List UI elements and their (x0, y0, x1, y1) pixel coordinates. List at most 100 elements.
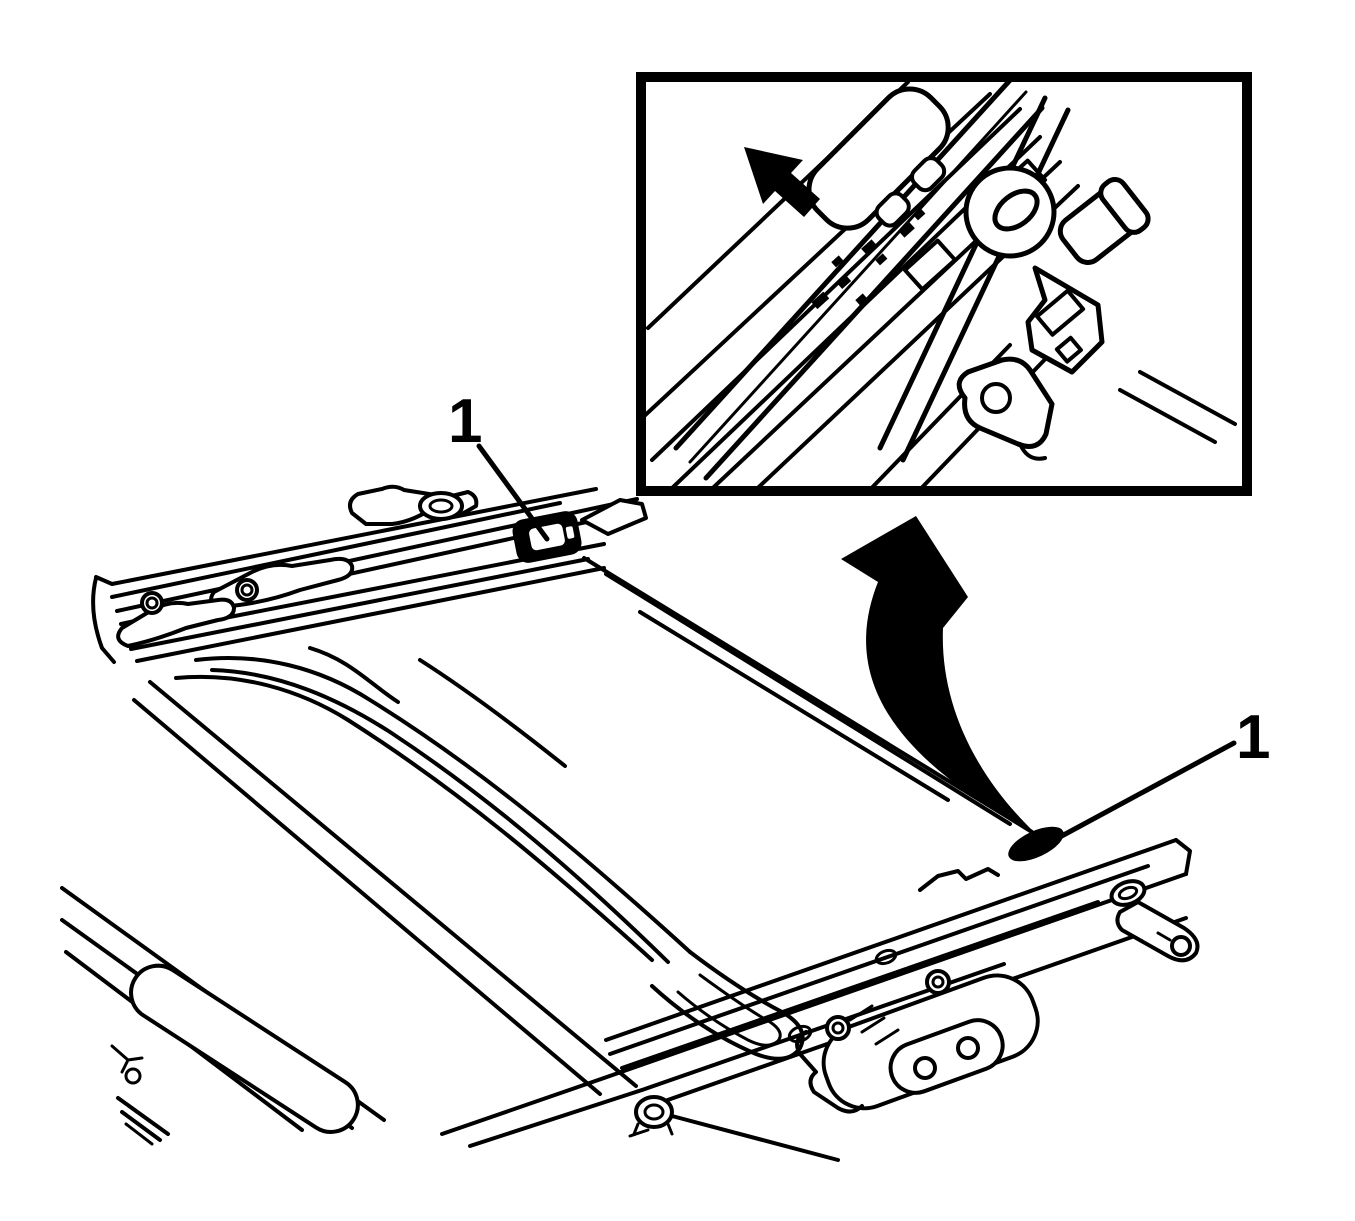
motor-rib (860, 1016, 886, 1034)
rail-line (602, 872, 1188, 1080)
rail-oval-hole (874, 948, 898, 966)
cylinder-fitting (1057, 176, 1151, 265)
rail-line (129, 557, 590, 651)
rail-line (468, 1088, 644, 1148)
panel-tick (116, 1096, 170, 1136)
shoe-body (806, 86, 951, 231)
rail-line (620, 900, 1100, 1070)
rail-line (94, 487, 598, 586)
bolt-head (235, 578, 259, 602)
rail-line (608, 864, 1150, 1056)
rear-rail (440, 838, 1200, 1162)
rail-line (110, 501, 562, 599)
bracket-arm-outline (1115, 900, 1200, 963)
rail-tab-bumps (918, 867, 1000, 892)
callout-label-front: 1 (448, 387, 482, 456)
frame-line (604, 572, 1012, 826)
callout-leader-line (1055, 740, 1237, 841)
rail-line (604, 838, 1178, 1042)
ring-inner (643, 1103, 665, 1121)
callout-rear: 1 (1055, 703, 1270, 841)
sunroof-frame-assembly (60, 484, 1200, 1162)
shoe-foot (874, 191, 911, 228)
direction-arrow-icon (744, 147, 820, 217)
cross-bar (877, 95, 1048, 451)
ring (634, 1095, 674, 1129)
bolt-head (140, 591, 164, 615)
rail-oval-hole (787, 1024, 813, 1044)
ring-legs (628, 1122, 674, 1138)
cross-bar (900, 107, 1071, 463)
channel-teardrop (650, 950, 805, 1061)
bottom-bracket-hole (980, 382, 1012, 414)
bottom-bracket-hook (1018, 442, 1047, 461)
guide-shoe-rear (1008, 826, 1064, 862)
bracket-ring-inner (1117, 885, 1139, 901)
bracket-window-small (1054, 335, 1083, 364)
rail-line (135, 566, 606, 663)
frame-line (582, 556, 1034, 834)
guide-clip-notch (565, 526, 575, 539)
bottom-bracket (956, 356, 1055, 449)
curved-arrow-icon (841, 516, 1034, 832)
track-band-mid (688, 90, 1028, 464)
rail-bracket-arm (1109, 879, 1200, 963)
inset-detail-box (636, 72, 1252, 496)
motor-rib (848, 1004, 874, 1022)
channel-edge (194, 656, 692, 954)
panel-tick (120, 1110, 162, 1142)
pivot-oval-hole (992, 188, 1040, 232)
inset-diagonal (1118, 388, 1217, 444)
bracket-blob (209, 556, 355, 609)
callout-leader-line (476, 443, 550, 542)
rail-end-cap (1174, 838, 1192, 876)
hole (124, 1067, 142, 1085)
panel-tick (124, 1122, 154, 1146)
sunshade-guide-capsule (129, 963, 360, 1134)
bolt-head-inner (145, 596, 159, 610)
bracket-window (1035, 288, 1086, 337)
bolt-head-inner (831, 1021, 845, 1035)
callout-label-rear: 1 (1236, 703, 1270, 772)
channel-edge (174, 674, 654, 962)
channel-swoop (308, 646, 400, 704)
bracket-arm-slot (1156, 931, 1172, 942)
drain-ring-bracket (628, 1095, 840, 1162)
channel-swoop (418, 658, 567, 768)
side-frame-edge-right (582, 556, 1064, 862)
track-band-edge (673, 82, 1012, 451)
inset-content (646, 82, 1237, 486)
ring-grommet (418, 491, 464, 521)
connector-ring (956, 1036, 980, 1060)
rail-end-cap (91, 576, 116, 664)
cylinder-cap (1098, 176, 1151, 235)
bolt-head-inner (240, 583, 254, 597)
callout-front: 1 (448, 387, 550, 542)
motor-rib (874, 1028, 900, 1046)
diagonal-line (670, 1114, 840, 1162)
rail-line (440, 1076, 606, 1136)
hook-bracket (348, 484, 479, 526)
bracket-arm-hole (1170, 935, 1192, 957)
band-tab (902, 238, 958, 292)
bolt-head-inner (931, 975, 945, 989)
connector-ring (913, 1056, 937, 1080)
center-channel (132, 646, 805, 1096)
panel-lower-left (60, 886, 386, 1146)
shoe-foot (910, 156, 947, 193)
front-rail (91, 484, 648, 664)
motor-bracket-edge (795, 1030, 864, 1114)
frame-line (638, 610, 950, 802)
hook-detail (110, 1044, 144, 1074)
inset-diagonal (1138, 370, 1237, 426)
channel-inner-line (210, 668, 670, 964)
guide-shoe-detail (806, 86, 951, 231)
track-band-edge (703, 105, 1045, 481)
band-speckles (811, 208, 926, 310)
bolt-head (925, 969, 951, 995)
bolt-head (825, 1015, 851, 1041)
ring-grommet-inner (428, 498, 454, 514)
capsule-outline (129, 963, 360, 1134)
